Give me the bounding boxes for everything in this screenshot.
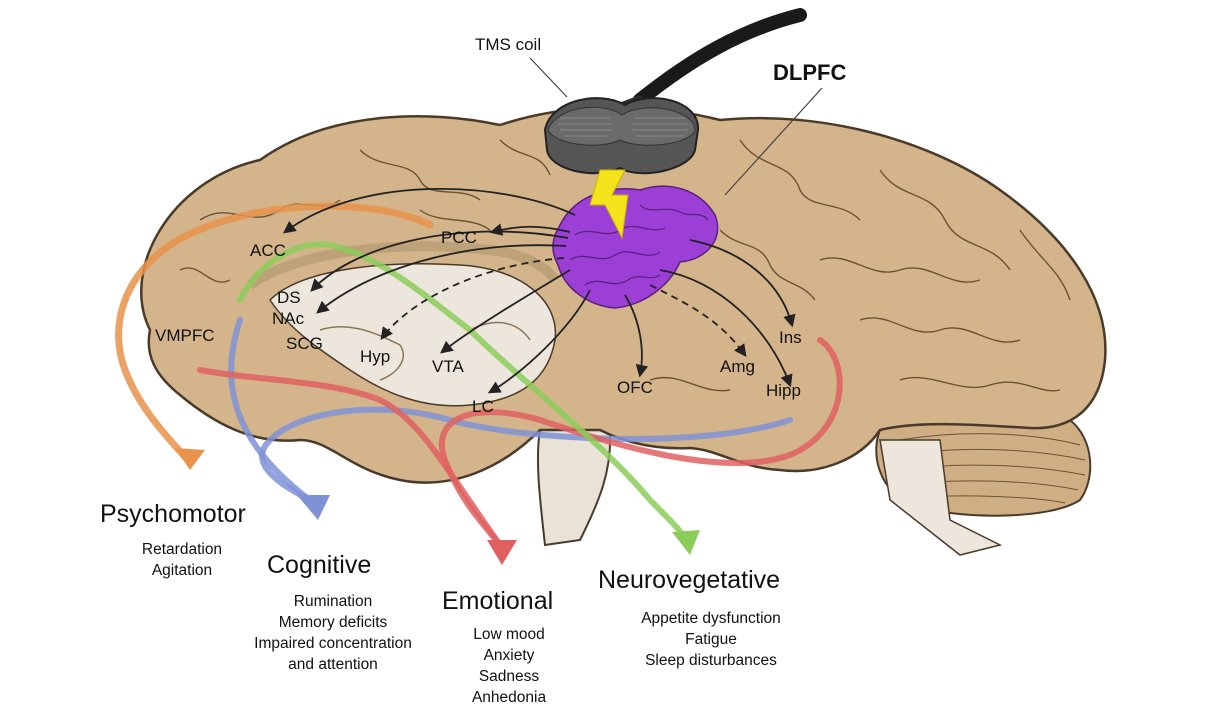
category-psychomotor: Psychomotor Retardation Agitation xyxy=(100,500,246,579)
dlpfc-leader xyxy=(724,87,823,196)
symptom-item: Fatigue xyxy=(685,631,737,648)
region-label-nac: NAc xyxy=(272,309,305,328)
dlpfc-region xyxy=(552,185,719,309)
magnetic-pulse-icon xyxy=(589,169,629,240)
tms-coil-leader xyxy=(529,57,568,98)
category-cognitive: Cognitive Rumination Memory deficits Imp… xyxy=(254,551,412,673)
neurovegetative-path xyxy=(237,241,688,541)
coil-cable xyxy=(633,8,807,107)
region-label-ofc: OFC xyxy=(617,378,653,397)
category-title-emotional: Emotional xyxy=(442,587,553,615)
category-title-neurovegetative: Neurovegetative xyxy=(598,566,780,594)
category-emotional: Emotional Low mood Anxiety Sadness Anhed… xyxy=(442,587,553,706)
symptom-item: Agitation xyxy=(152,562,212,579)
region-label-scg: SCG xyxy=(286,334,323,353)
symptom-item: Sleep disturbances xyxy=(645,652,777,669)
coil-texture xyxy=(558,117,688,137)
symptom-item: Low mood xyxy=(473,626,545,643)
region-label-vta: VTA xyxy=(432,357,464,376)
region-label-hyp: Hyp xyxy=(360,347,390,366)
dlpfc-label: DLPFC xyxy=(773,60,846,85)
symptom-item: Anxiety xyxy=(484,647,535,664)
region-labels: ACC PCC DS NAc VMPFC SCG Hyp VTA LC OFC … xyxy=(155,228,802,416)
cognitive-path-2 xyxy=(228,317,313,503)
category-neurovegetative: Neurovegetative Appetite dysfunction Fat… xyxy=(598,566,781,669)
symptom-item: Retardation xyxy=(142,541,222,558)
gyri xyxy=(179,139,1071,392)
symptom-item: Rumination xyxy=(294,593,372,610)
symptom-item: Sadness xyxy=(479,668,540,685)
dlpfc-projections xyxy=(282,188,796,394)
region-label-amg: Amg xyxy=(720,357,755,376)
corpus-callosum xyxy=(247,241,560,290)
category-title-cognitive: Cognitive xyxy=(267,551,371,579)
region-label-hipp: Hipp xyxy=(766,381,801,400)
region-label-lc: LC xyxy=(472,397,494,416)
symptom-item: Anhedonia xyxy=(472,689,547,706)
tms-coil-device xyxy=(543,8,807,240)
category-title-psychomotor: Psychomotor xyxy=(100,500,246,528)
emotional-path-2 xyxy=(197,367,503,548)
symptom-item: Appetite dysfunction xyxy=(641,610,781,627)
medial-section xyxy=(269,263,557,407)
region-label-ds: DS xyxy=(277,288,301,307)
symptom-categories: Psychomotor Retardation Agitation Cognit… xyxy=(100,500,781,706)
tms-coil-label: TMS coil xyxy=(475,35,541,54)
region-label-pcc: PCC xyxy=(441,228,477,247)
region-label-ins: Ins xyxy=(779,328,802,347)
region-label-acc: ACC xyxy=(250,241,286,260)
symptom-item: Memory deficits xyxy=(279,614,388,631)
region-label-vmpfc: VMPFC xyxy=(155,326,215,345)
symptom-item: and attention xyxy=(288,656,378,673)
symptom-item: Impaired concentration xyxy=(254,635,412,652)
spinal-cord xyxy=(879,439,1003,556)
